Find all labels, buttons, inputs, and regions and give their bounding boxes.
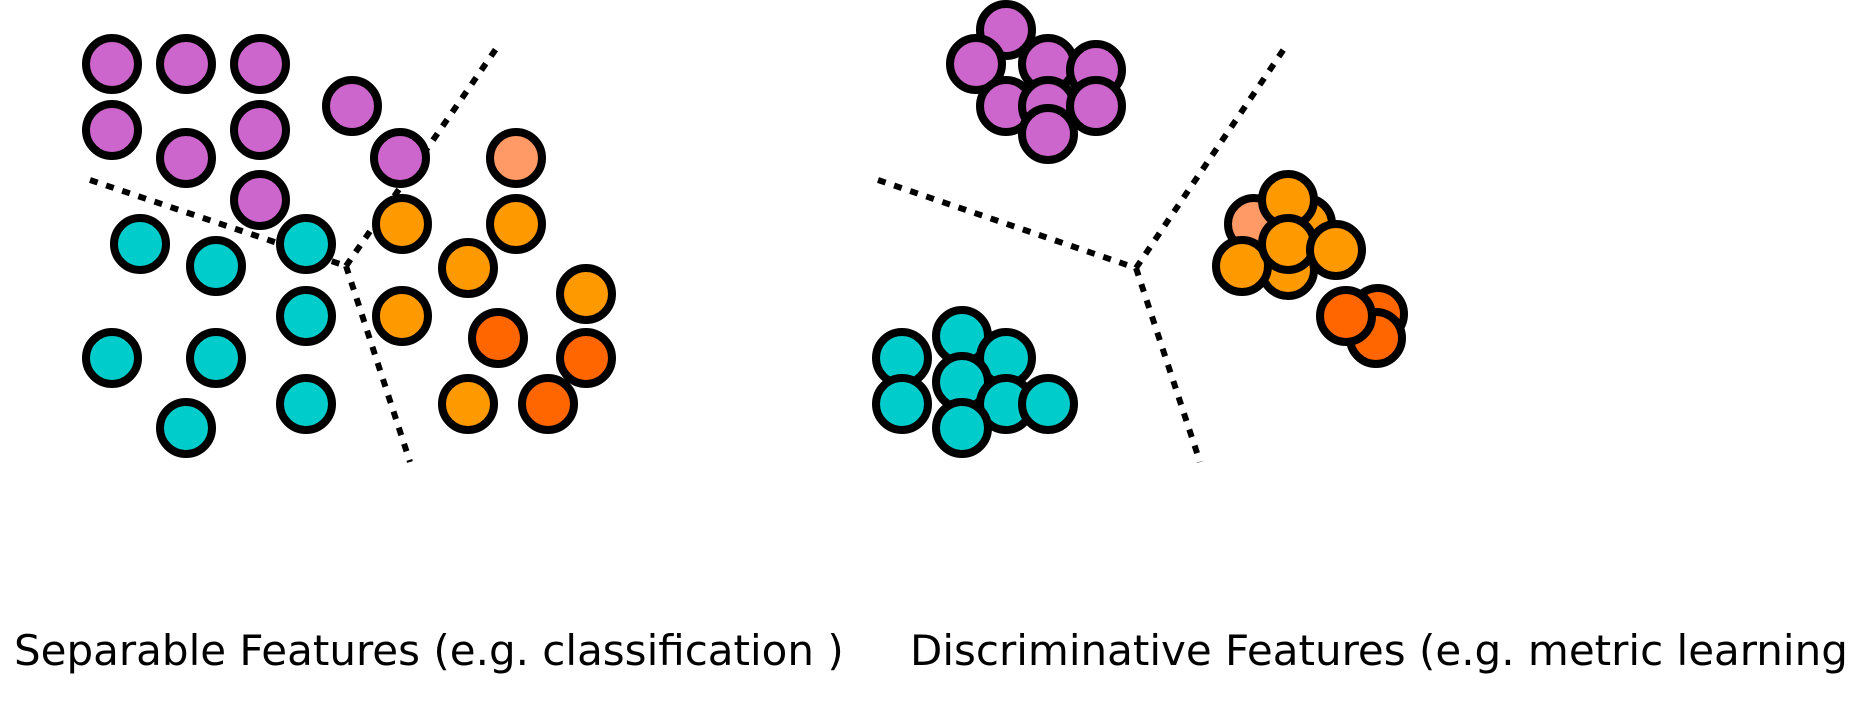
separable-features-panel	[82, 34, 616, 463]
right-point-purple	[1066, 76, 1126, 136]
right-point-cyan	[932, 398, 992, 458]
left-point-dark-orange	[518, 374, 578, 434]
right-point-purple	[946, 34, 1006, 94]
left-point-purple	[230, 170, 290, 230]
right-point-orange	[1306, 220, 1366, 280]
left-point-purple	[82, 100, 142, 160]
right-point-cyan	[872, 374, 932, 434]
left-boundary-line	[343, 265, 413, 463]
left-point-purple	[82, 34, 142, 94]
left-point-dark-orange	[468, 308, 528, 368]
left-point-cyan	[110, 214, 170, 274]
right-boundary-line	[877, 177, 1137, 271]
left-point-orange	[438, 238, 498, 298]
left-point-orange	[438, 374, 498, 434]
left-point-orange	[486, 194, 546, 254]
right-point-cyan	[1018, 374, 1078, 434]
right-point-orange	[1258, 214, 1318, 274]
left-point-purple	[156, 128, 216, 188]
separable-features-caption: Separable Features (e.g. classification …	[14, 626, 844, 675]
left-point-purple	[156, 34, 216, 94]
left-point-cyan	[276, 214, 336, 274]
left-point-light-orange	[486, 128, 546, 188]
left-point-purple	[230, 100, 290, 160]
right-boundary-line	[1133, 44, 1289, 270]
right-feature-points	[872, 0, 1408, 458]
left-feature-points	[82, 34, 616, 458]
left-point-cyan	[276, 374, 336, 434]
left-point-purple	[370, 128, 430, 188]
left-point-cyan	[82, 328, 142, 388]
left-point-orange	[556, 264, 616, 324]
right-boundary-line	[1133, 267, 1203, 463]
left-point-dark-orange	[556, 328, 616, 388]
discriminative-features-panel	[872, 0, 1408, 463]
right-decision-boundaries	[877, 44, 1289, 463]
left-point-orange	[372, 286, 432, 346]
left-point-cyan	[186, 236, 246, 296]
left-point-cyan	[276, 286, 336, 346]
left-point-cyan	[186, 328, 246, 388]
right-point-purple	[1018, 104, 1078, 164]
left-point-purple	[230, 34, 290, 94]
discriminative-features-caption: Discriminative Features (e.g. metric lea…	[910, 626, 1856, 675]
left-point-cyan	[156, 398, 216, 458]
left-boundary-line	[343, 44, 501, 268]
right-point-dark-orange	[1316, 286, 1376, 346]
left-point-orange	[372, 194, 432, 254]
left-point-purple	[322, 76, 382, 136]
